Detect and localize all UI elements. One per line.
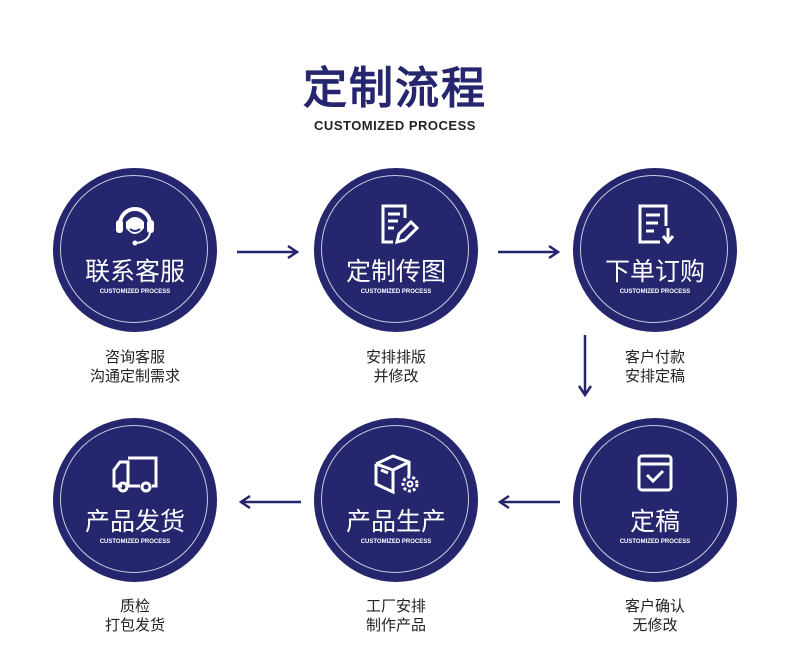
arrow-left-icon (238, 494, 301, 510)
desc-line: 客户确认 (624, 597, 685, 615)
desc-line: 安排排版 (365, 348, 426, 366)
ring (321, 425, 469, 573)
ring (580, 175, 728, 323)
step-shipping: 产品发货 CUSTOMIZED PROCESS (53, 418, 217, 582)
desc-line: 安排定稿 (624, 367, 685, 385)
desc-line: 质检 (119, 597, 150, 615)
desc-line: 无修改 (632, 616, 678, 634)
truck-icon (112, 456, 158, 493)
arrow-down-icon (577, 335, 593, 398)
page-subtitle: CUSTOMIZED PROCESS (314, 118, 476, 133)
step-sublabel: CUSTOMIZED PROCESS (99, 289, 171, 295)
desc-line: 制作产品 (365, 616, 426, 634)
desc-line: 工厂安排 (365, 597, 426, 615)
ring (580, 425, 728, 573)
arrow-right-icon (237, 244, 300, 260)
step-sublabel: CUSTOMIZED PROCESS (619, 539, 691, 545)
step-description: 工厂安排制作产品 (316, 597, 476, 635)
page-title: 定制流程 (303, 63, 487, 114)
step-sublabel: CUSTOMIZED PROCESS (360, 289, 432, 295)
desc-line: 咨询客服 (104, 348, 165, 366)
desc-line: 打包发货 (104, 616, 165, 634)
step-description: 客户付款安排定稿 (575, 348, 735, 386)
desc-line: 客户付款 (624, 348, 685, 366)
step-label: 定制传图 (345, 257, 446, 286)
step-place-order: 下单订购 CUSTOMIZED PROCESS (573, 168, 737, 332)
arrow-left-icon (497, 494, 560, 510)
desc-line: 沟通定制需求 (89, 367, 180, 385)
ring (60, 425, 208, 573)
box-gear-icon (374, 454, 419, 495)
step-label: 下单订购 (604, 257, 705, 286)
document-download-icon (638, 204, 675, 245)
document-edit-icon (381, 204, 420, 245)
calendar-check-icon (637, 454, 673, 492)
arrow-right-icon (498, 244, 561, 260)
step-sublabel: CUSTOMIZED PROCESS (619, 289, 691, 295)
ring (60, 175, 208, 323)
step-upload-design: 定制传图 CUSTOMIZED PROCESS (314, 168, 478, 332)
step-description: 安排排版并修改 (316, 348, 476, 386)
desc-line: 并修改 (373, 367, 419, 385)
step-label: 定稿 (629, 507, 680, 536)
step-production: 产品生产 CUSTOMIZED PROCESS (314, 418, 478, 582)
headset-icon (116, 207, 154, 246)
step-sublabel: CUSTOMIZED PROCESS (360, 539, 432, 545)
step-label: 产品生产 (345, 507, 446, 536)
ring (321, 175, 469, 323)
step-label: 产品发货 (84, 507, 185, 536)
step-description: 客户确认无修改 (575, 597, 735, 635)
step-description: 咨询客服沟通定制需求 (55, 348, 215, 386)
step-label: 联系客服 (84, 257, 185, 286)
step-description: 质检打包发货 (55, 597, 215, 635)
step-sublabel: CUSTOMIZED PROCESS (99, 539, 171, 545)
step-contact-service: 联系客服 CUSTOMIZED PROCESS (53, 168, 217, 332)
step-finalize: 定稿 CUSTOMIZED PROCESS (573, 418, 737, 582)
